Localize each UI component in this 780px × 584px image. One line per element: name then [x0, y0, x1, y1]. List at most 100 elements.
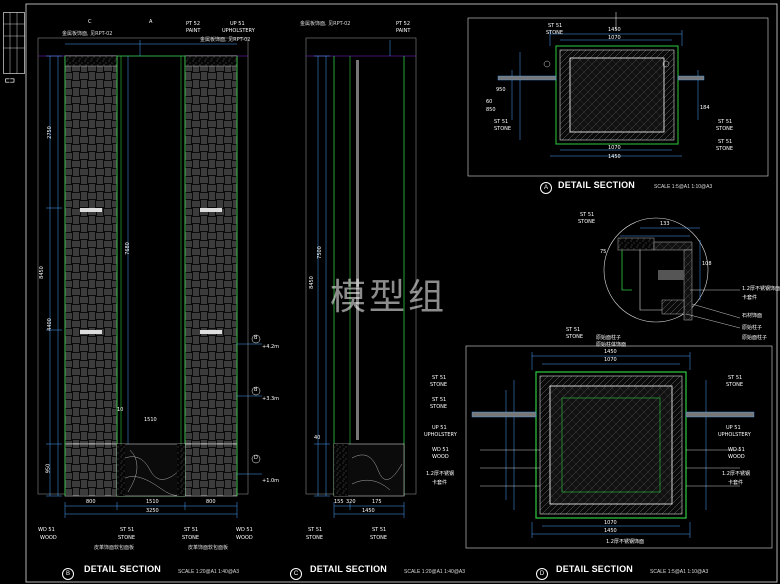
- dim-b-bottom-3: 3250: [146, 508, 159, 514]
- tag-a-st-3: ST 51: [718, 139, 733, 145]
- dim-a-0: 1450: [608, 27, 621, 33]
- section-c-title: DETAIL SECTION: [310, 564, 387, 574]
- tag-d-right-1: STONE: [726, 382, 744, 388]
- woven-panel-right: [184, 55, 238, 445]
- level-b-2: D: [254, 455, 258, 461]
- tag-d-left-0: ST 51: [432, 375, 447, 381]
- note-d-top-0: 原始面柱子: [596, 335, 622, 341]
- tag-c-bottom-stone2: STONE: [370, 535, 388, 541]
- note-b-top-left: 金属板饰面, 见RPT-02: [62, 31, 113, 37]
- tag-b-bottom-st1: ST 51: [120, 527, 135, 533]
- dim-a-1: 1070: [608, 35, 621, 41]
- dim-circ-0: 133: [660, 221, 670, 227]
- dim-b-bottom-1: 1510: [146, 499, 159, 505]
- tag-b-bottom-stone2: STONE: [182, 535, 200, 541]
- section-b-title: DETAIL SECTION: [84, 564, 161, 574]
- note-circ-0: 1.2厚不锈钢饰面: [742, 286, 780, 292]
- section-b-bubble: B: [62, 568, 74, 580]
- dim-a-5: 184: [700, 105, 710, 111]
- woven-panel-left: [64, 55, 118, 445]
- tag-d-left-7: WOOD: [432, 454, 449, 460]
- tag-c-bottom-st1: ST 51: [308, 527, 323, 533]
- tag-d-right-5: WOOD: [728, 454, 745, 460]
- dim-c-left-0: 8450: [308, 276, 315, 289]
- tag-b-bottom-wd2: WD 51: [236, 527, 253, 533]
- dim-c-left-2: 40: [314, 435, 321, 441]
- dim-a-2: 1070: [608, 145, 621, 151]
- dim-c-bottom-0: 155: [334, 499, 344, 505]
- dim-b-left-3: 950: [45, 463, 52, 474]
- section-c: [305, 37, 417, 518]
- dim-b-inner-2: 10: [117, 407, 124, 413]
- cad-viewport-toolbar[interactable]: [3, 12, 25, 74]
- tag-d-right-0: ST 51: [728, 375, 743, 381]
- tag-b-c: C: [88, 19, 92, 25]
- tag-d-left-5: UPHOLSTERY: [424, 432, 457, 438]
- section-d-scale: SCALE 1:5@A1 1:10@A3: [650, 569, 709, 575]
- dim-b-left-2: 4400: [46, 318, 53, 331]
- tag-a-stone-2: STONE: [716, 126, 734, 132]
- tag-c-pt: PT 52: [396, 21, 411, 27]
- tag-d-right-2: UP 51: [726, 425, 741, 431]
- dim-d-bottom-0: 1070: [604, 520, 617, 526]
- note-d-top-1: 原始柱体饰面: [596, 342, 627, 348]
- tag-d-left-6: WD 51: [432, 447, 449, 453]
- tag-circ-st: ST 51: [580, 212, 595, 218]
- note-d-bottom: 1.2厚不锈钢饰面: [606, 539, 644, 545]
- tag-d-left-8: 1.2厚不锈钢: [426, 471, 454, 477]
- cad-ucs-icon: ⊏⊐: [5, 76, 15, 85]
- tag-a-st-1: ST 51: [494, 119, 509, 125]
- dim-b-inner-1: 1510: [144, 417, 157, 423]
- tag-c-bottom-st2: ST 51: [372, 527, 387, 533]
- dim-b-left-1: 8450: [38, 266, 45, 279]
- dim-a-3: 1450: [608, 154, 621, 160]
- tag-b-a: A: [149, 19, 153, 25]
- note-circ-1: 卡套件: [742, 295, 758, 301]
- tag-d-left-2: ST 51: [432, 397, 447, 403]
- level-b-1: B: [254, 387, 258, 393]
- dim-b-bottom-0: 800: [86, 499, 96, 505]
- dim-a-4: 950: [496, 87, 506, 93]
- level-label-b-0: +4.2m: [262, 344, 280, 350]
- tag-d-right-3: UPHOLSTERY: [718, 432, 751, 438]
- section-a-title: DETAIL SECTION: [558, 180, 635, 190]
- section-d-title: DETAIL SECTION: [556, 564, 633, 574]
- dim-circ-2: 108: [702, 261, 712, 267]
- section-d-bubble: D: [536, 568, 548, 580]
- tag-d-right-7: 卡套件: [728, 480, 744, 486]
- detail-a: [467, 12, 769, 177]
- tag-b-bottom-st2: ST 51: [184, 527, 199, 533]
- dim-c-left-1: 7500: [316, 246, 323, 259]
- level-label-b-2: +1.0m: [262, 478, 280, 484]
- note-b-top-right: 金属板饰面, 见RPT-02: [200, 37, 251, 43]
- tag-d-left-9: 卡套件: [432, 480, 448, 486]
- marble-base: [116, 443, 186, 497]
- tag-a-stone-0: STONE: [546, 30, 564, 36]
- tag-d-left-4: UP 51: [432, 425, 447, 431]
- note-circ-3: 原始柱子: [742, 325, 763, 331]
- note-c-top: 金属板饰面, 见RPT-02: [300, 21, 351, 27]
- tag-d-right-6: 1.2厚不锈钢: [722, 471, 750, 477]
- note-b-bottom-left: 皮革饰面软包面板: [94, 545, 135, 551]
- elevation-b: [37, 37, 262, 518]
- dim-b-inner-0: 7680: [124, 242, 131, 255]
- tag-d-left-1: STONE: [430, 382, 448, 388]
- section-c-scale: SCALE 1:20@A1 1:40@A3: [404, 569, 466, 575]
- tag-b-bottom-stone1: STONE: [118, 535, 136, 541]
- detail-circle-enlargement: [603, 217, 741, 329]
- tag-a-stone-3: STONE: [716, 146, 734, 152]
- tag-b-upholstery: UPHOLSTERY: [222, 28, 255, 34]
- dim-d-top-0: 1450: [604, 349, 617, 355]
- dim-a-7: 850: [486, 107, 496, 113]
- sheet-border: [25, 3, 778, 583]
- dim-b-bottom-2: 800: [206, 499, 216, 505]
- dim-b-left-0: 2750: [46, 126, 53, 139]
- dim-a-6: 60: [486, 99, 493, 105]
- tag-b-paint: PAINT: [186, 28, 201, 34]
- dim-d-bottom-1: 1450: [604, 528, 617, 534]
- detail-d: [465, 345, 773, 549]
- level-b-0: B: [254, 335, 258, 341]
- level-label-b-1: +3.3m: [262, 396, 280, 402]
- section-c-bubble: C: [290, 568, 302, 580]
